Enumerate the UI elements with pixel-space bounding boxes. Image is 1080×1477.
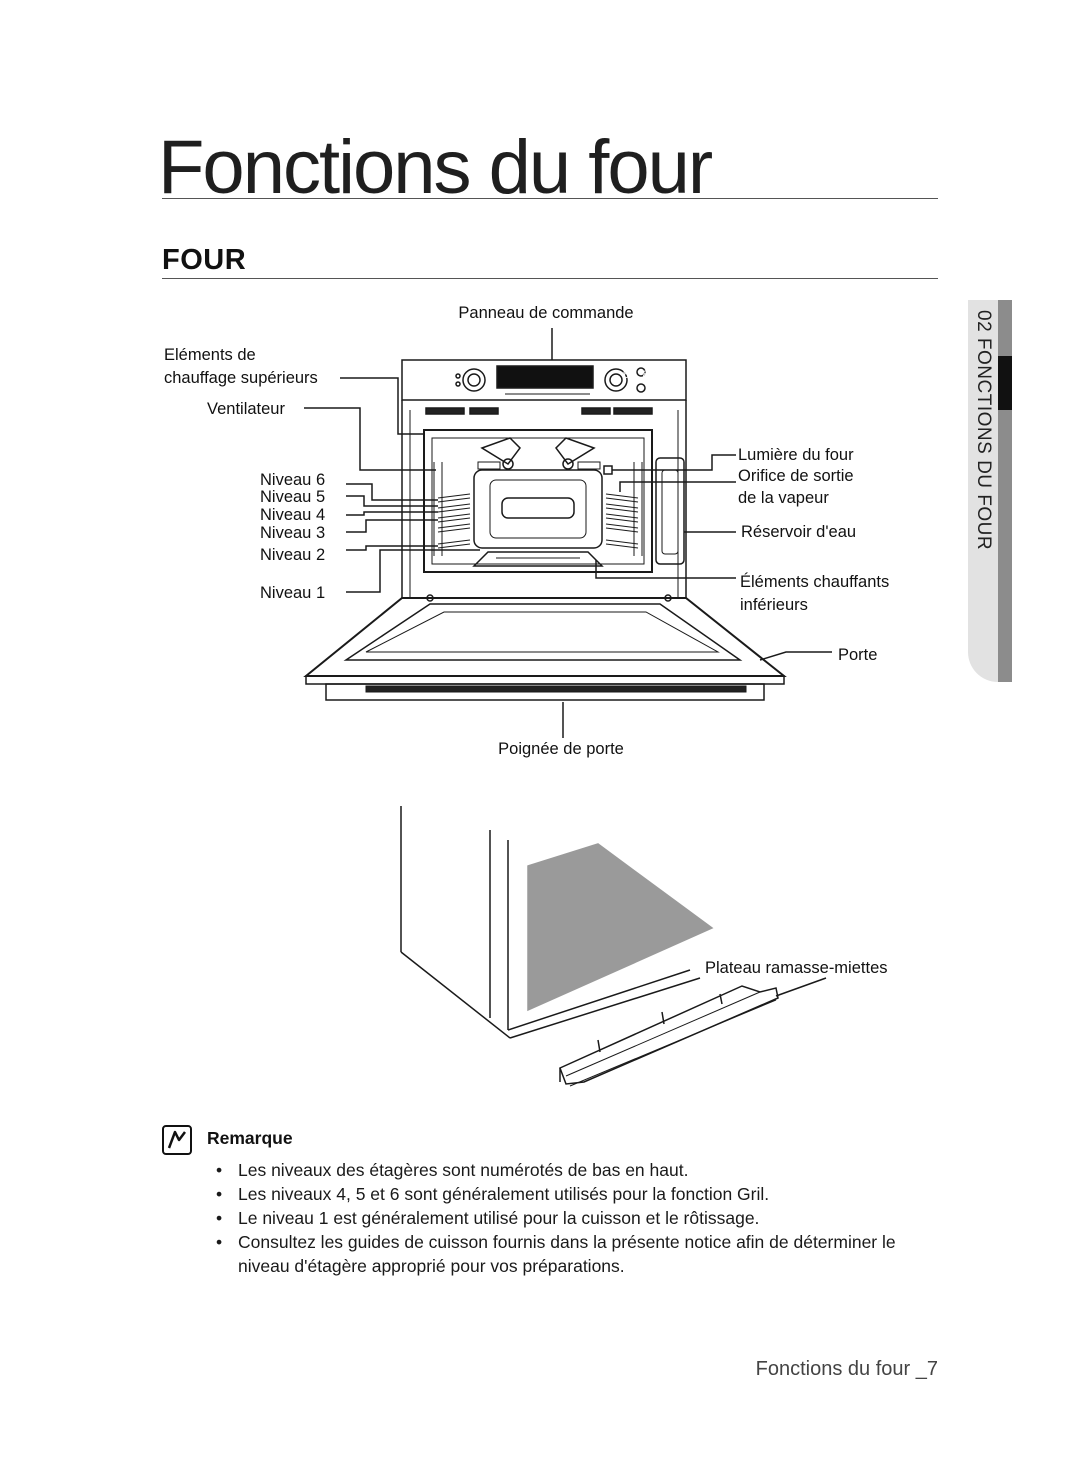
- oven-lamp: [603, 465, 613, 475]
- side-tab-marker: [998, 356, 1012, 410]
- section-rule: [162, 278, 938, 279]
- upper-heater-left: [480, 437, 521, 465]
- note-item: Le niveau 1 est généralement utilisé pou…: [216, 1206, 916, 1230]
- vent-slot-1: [425, 407, 465, 415]
- label-lumiere: Lumière du four: [738, 446, 854, 464]
- water-tank: [655, 457, 685, 565]
- door-handle: [325, 683, 765, 701]
- label-niveau-4: Niveau 4: [260, 506, 325, 524]
- section-title: FOUR: [162, 244, 247, 276]
- label-plateau: Plateau ramasse-miettes: [705, 959, 888, 977]
- panel-button-top: [636, 367, 646, 377]
- control-panel: [401, 359, 687, 401]
- tray-slot-area: [527, 843, 714, 1012]
- note-item: Consultez les guides de cuisson fournis …: [216, 1230, 916, 1278]
- label-niveau-1: Niveau 1: [260, 584, 325, 602]
- left-knob: [462, 368, 486, 392]
- note-icon: [162, 1125, 192, 1155]
- fan-cover: [473, 469, 603, 549]
- rack-supports-left: [433, 462, 471, 556]
- oven-door: [303, 597, 787, 677]
- label-porte: Porte: [838, 646, 877, 664]
- label-niveau-2: Niveau 2: [260, 546, 325, 564]
- upper-heater-right: [555, 437, 596, 465]
- vent-slot-4: [613, 407, 653, 415]
- label-ventilateur: Ventilateur: [207, 400, 285, 418]
- note-item: Les niveaux 4, 5 et 6 sont généralement …: [216, 1182, 916, 1206]
- page-title: Fonctions du four: [158, 125, 713, 210]
- vent-slot-3: [581, 407, 611, 415]
- label-niveau-5: Niveau 5: [260, 488, 325, 506]
- display-readout: 88:88 888: [623, 370, 682, 382]
- label-orifice-line1: Orifice de sortie: [738, 467, 854, 485]
- note-list: Les niveaux des étagères sont numérotés …: [216, 1158, 916, 1278]
- crumb-tray: [559, 985, 779, 1085]
- crumb-tray-illustration: [400, 806, 827, 1087]
- label-inferieurs-line2: inférieurs: [740, 596, 808, 614]
- label-panneau: Panneau de commande: [458, 304, 633, 322]
- lower-heater: [472, 551, 604, 567]
- page-footer: Fonctions du four _7: [755, 1358, 938, 1380]
- label-poignee: Poignée de porte: [498, 740, 624, 758]
- title-rule: [162, 198, 938, 199]
- label-orifice-line2: de la vapeur: [738, 489, 829, 507]
- label-niveau-6: Niveau 6: [260, 471, 325, 489]
- panel-button-bottom: [636, 383, 646, 393]
- rack-supports-right: [605, 462, 643, 556]
- vent-slot-2: [469, 407, 499, 415]
- chapter-side-tab: 02 FONCTIONS DU FOUR: [968, 300, 1014, 682]
- label-inferieurs-line1: Éléments chauffants: [740, 572, 889, 591]
- note-item: Les niveaux des étagères sont numérotés …: [216, 1158, 916, 1182]
- side-tab-background: [968, 300, 998, 682]
- label-niveau-3: Niveau 3: [260, 524, 325, 542]
- label-reservoir: Réservoir d'eau: [741, 523, 856, 541]
- note-title: Remarque: [207, 1128, 293, 1148]
- label-elements-line1: Eléments de: [164, 346, 256, 364]
- display-screen: [496, 365, 594, 389]
- oven-cavity: [423, 429, 653, 573]
- label-elements-line2: chauffage supérieurs: [164, 369, 318, 387]
- right-knob: [604, 368, 628, 392]
- side-tab-label: 02 FONCTIONS DU FOUR: [973, 310, 994, 551]
